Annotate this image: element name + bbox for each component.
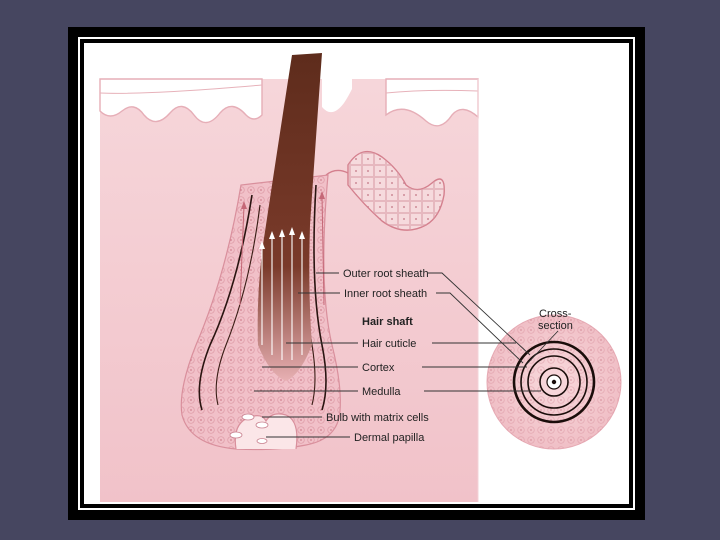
label-cross-section-1: Cross- (539, 308, 572, 320)
label-hair-cuticle: Hair cuticle (362, 338, 416, 350)
label-cortex: Cortex (362, 362, 395, 374)
sebaceous-gland (325, 150, 445, 231)
hair-follicle-diagram: Outer root sheath Inner root sheath Hair… (99, 53, 622, 502)
leader-lines (254, 272, 559, 438)
label-hair-shaft: Hair shaft (362, 316, 413, 328)
cross-section (486, 314, 622, 450)
label-cross-section-2: section (538, 320, 573, 332)
label-outer-root-sheath: Outer root sheath (343, 268, 429, 280)
label-medulla: Medulla (362, 386, 401, 398)
label-bulb: Bulb with matrix cells (326, 412, 429, 424)
slide-canvas: Outer root sheath Inner root sheath Hair… (84, 43, 629, 504)
hair-shaft (239, 53, 325, 381)
label-dermal-papilla: Dermal papilla (354, 432, 425, 444)
label-inner-root-sheath: Inner root sheath (344, 288, 427, 300)
slide-frame-border-outer (78, 37, 635, 510)
